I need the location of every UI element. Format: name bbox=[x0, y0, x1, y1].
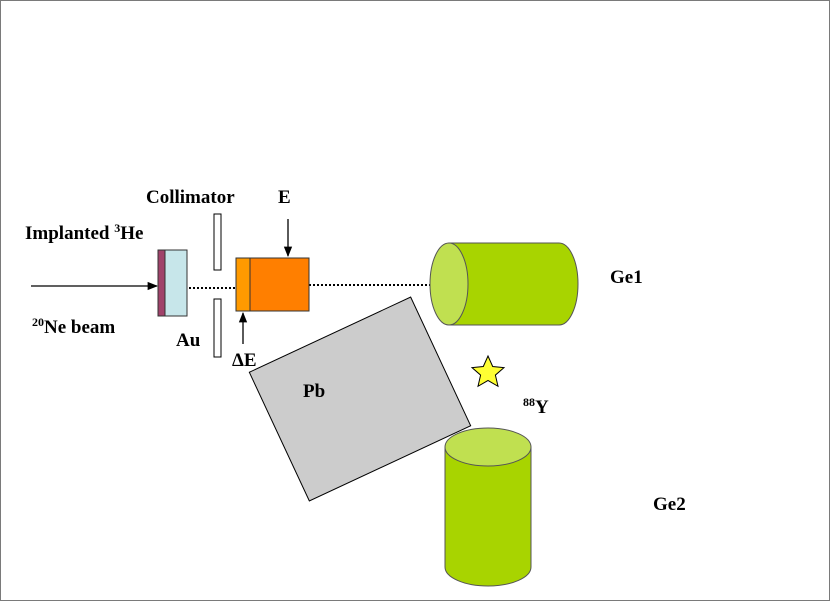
delta-e-label: ΔE bbox=[232, 350, 257, 371]
e-label: E bbox=[278, 187, 291, 208]
implanted-he3-label: Implanted 3He bbox=[25, 221, 143, 244]
e-detector bbox=[249, 257, 310, 312]
target-backing bbox=[157, 249, 166, 317]
ge1-detector bbox=[429, 242, 579, 326]
ge1-label: Ge1 bbox=[610, 267, 643, 288]
target-foil bbox=[164, 249, 188, 317]
lead-shield bbox=[248, 296, 472, 502]
collimator-lower bbox=[213, 298, 222, 358]
star-icon bbox=[470, 354, 506, 388]
au-label: Au bbox=[176, 330, 201, 351]
ge2-label: Ge2 bbox=[653, 494, 686, 515]
y88-label: 88Y bbox=[523, 395, 549, 418]
pb-label: Pb bbox=[303, 381, 325, 402]
delta-e-detector bbox=[235, 257, 251, 312]
ne20-beam-label: 20Ne beam bbox=[32, 315, 115, 338]
collimator-upper bbox=[213, 213, 222, 271]
ge2-detector bbox=[444, 427, 532, 587]
collimator-label: Collimator bbox=[146, 187, 235, 208]
